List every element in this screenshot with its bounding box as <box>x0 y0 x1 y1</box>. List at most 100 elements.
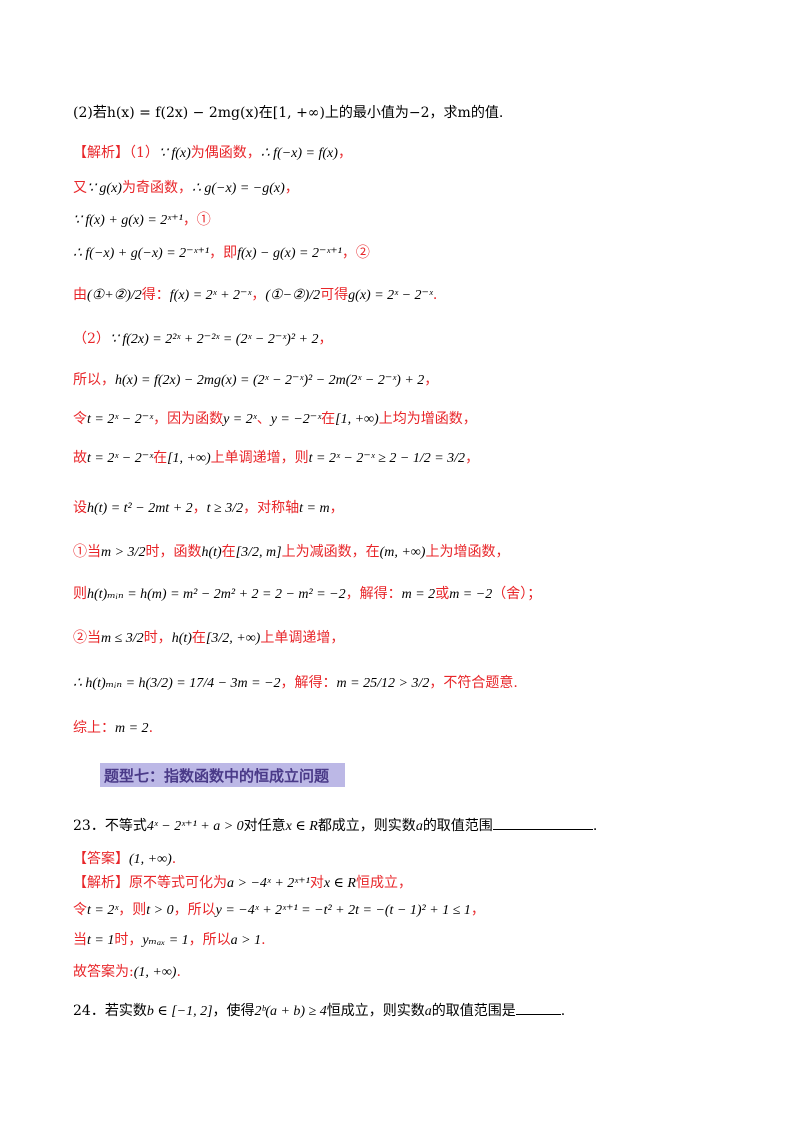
text-line-sol4: ∴ f(−x) + g(−x) = 2⁻ˣ⁺¹，即f(x) − g(x) = 2… <box>73 243 763 264</box>
text-segment: . <box>432 287 438 303</box>
text-segment: 时， <box>114 932 143 948</box>
text-segment: ， <box>251 287 266 303</box>
math-expression: y = −2⁻ˣ <box>270 412 322 427</box>
text-segment: . <box>560 1003 566 1019</box>
text-segment: ，解得： <box>345 586 402 602</box>
text-line-sol1: 【解析】（1）∵ f(x)为偶函数，∴ f(−x) = f(x)， <box>73 143 763 164</box>
math-expression: (1, +∞) <box>133 965 177 980</box>
text-segment: 时， <box>143 630 172 646</box>
math-expression: x ∈ R <box>323 876 356 891</box>
text-segment: . <box>176 964 181 980</box>
text-line-sol23c: 当t = 1时，yₘₐₓ = 1，所以a > 1. <box>73 930 763 951</box>
answer-blank <box>492 815 593 830</box>
text-segment: 23．不等式 <box>73 818 147 834</box>
text-segment: 上单调递增，则 <box>210 450 309 466</box>
text-segment: 由 <box>73 287 87 303</box>
answer-blank <box>515 1000 561 1015</box>
text-segment: ，使得 <box>212 1003 255 1019</box>
math-expression: [3/2, +∞) <box>205 631 261 646</box>
text-segment: 在 <box>221 544 236 560</box>
text-segment: 在 <box>321 411 336 427</box>
math-expression: f(x) − g(x) = 2⁻ˣ⁺¹ <box>237 246 342 261</box>
text-segment: 得： <box>141 287 170 303</box>
text-segment: 【解析】原不等式可化为 <box>73 875 227 891</box>
math-expression: yₘₐₓ = 1 <box>142 933 189 948</box>
text-segment: （2） <box>73 331 110 347</box>
math-expression: h(t) = t² − 2mt + 2 <box>87 501 193 516</box>
math-expression: g(x) = 2ˣ − 2⁻ˣ <box>348 288 433 303</box>
math-expression: t ≥ 3/2 <box>206 501 244 516</box>
math-expression: m > 3/2 <box>101 545 146 560</box>
text-segment: ，即 <box>209 245 238 261</box>
math-expression: t = m <box>299 501 330 516</box>
text-segment: . <box>261 932 266 948</box>
math-expression: m = 2 <box>401 587 436 602</box>
text-segment: 【解析】（1） <box>73 145 159 161</box>
math-expression: y = 2ˣ <box>223 412 257 427</box>
text-segment: ，② <box>341 245 370 261</box>
text-segment: 上单调递增， <box>260 630 345 646</box>
text-segment: ， <box>465 450 480 466</box>
text-line-sol15: 综上：m = 2. <box>73 718 763 739</box>
text-segment: （舍）； <box>492 586 542 602</box>
text-segment: 令 <box>73 902 87 918</box>
text-segment: 为偶函数， <box>190 145 261 161</box>
math-expression: (1, +∞) <box>129 852 172 867</box>
text-segment: 时，函数 <box>145 544 202 560</box>
text-segment: 可得 <box>320 287 349 303</box>
text-segment: 都成立，则实数 <box>317 818 416 834</box>
text-segment: ，则 <box>118 902 147 918</box>
text-segment: 为奇函数， <box>121 180 192 196</box>
math-expression: h(x) = f(2x) − 2mg(x) = (2ˣ − 2⁻ˣ)² − 2m… <box>115 373 425 388</box>
text-segment: 则 <box>73 586 87 602</box>
text-segment: ，解得： <box>280 675 337 691</box>
text-segment: ， <box>318 331 333 347</box>
text-line-sol5: 由(①+②)/2得：f(x) = 2ˣ + 2⁻ˣ，(①−②)/2可得g(x) … <box>73 285 763 306</box>
math-expression: a <box>424 1004 432 1019</box>
text-segment: 上为减函数，在 <box>281 544 380 560</box>
math-expression: [1, +∞) <box>335 412 379 427</box>
math-expression: 2ᵇ(a + b) ≥ 4 <box>254 1004 327 1019</box>
math-expression: m = −2 <box>449 587 493 602</box>
text-segment: 或 <box>435 586 450 602</box>
math-expression: [3/2, m] <box>235 545 282 560</box>
math-expression: m = 2 <box>115 721 149 736</box>
text-segment: ，因为函数 <box>153 411 224 427</box>
text-segment: ，所以 <box>173 902 216 918</box>
text-segment: . <box>592 818 598 834</box>
text-segment: 故 <box>73 450 87 466</box>
text-segment: 又 <box>73 180 87 196</box>
text-segment: ， <box>424 372 439 388</box>
math-expression: ∵ g(x) <box>87 181 122 196</box>
math-expression: a <box>415 819 423 834</box>
text-line-sol6: （2）∵ f(2x) = 2²ˣ + 2⁻²ˣ = (2ˣ − 2⁻ˣ)² + … <box>73 329 763 350</box>
text-line-sol3: ∵ f(x) + g(x) = 2ˣ⁺¹，① <box>73 210 763 231</box>
text-line-sol10: 设h(t) = t² − 2mt + 2，t ≥ 3/2，对称轴t = m， <box>73 498 763 519</box>
text-segment: . <box>148 720 154 736</box>
math-expression: m ≤ 3/2 <box>101 631 144 646</box>
text-segment: ， <box>337 145 352 161</box>
math-expression: ∵ f(2x) = 2²ˣ + 2⁻²ˣ = (2ˣ − 2⁻ˣ)² + 2 <box>109 332 319 347</box>
math-expression: b ∈ [−1, 2] <box>146 1004 213 1019</box>
text-segment: 上为增函数， <box>425 544 510 560</box>
math-expression: ∴ g(−x) = −g(x) <box>191 181 285 196</box>
math-expression: x ∈ R <box>285 819 318 834</box>
math-expression: m = 25/12 > 3/2 <box>336 676 430 691</box>
text-line-q23: 23．不等式4ˣ − 2ˣ⁺¹ + a > 0对任意x ∈ R都成立，则实数a的… <box>73 815 763 837</box>
math-expression: ∵ f(x) <box>158 146 191 161</box>
math-expression: t = 1 <box>87 933 115 948</box>
math-expression: h(t)ₘᵢₙ = h(m) = m² − 2m² + 2 = 2 − m² =… <box>87 587 346 602</box>
text-line-sol7: 所以，h(x) = f(2x) − 2mg(x) = (2ˣ − 2⁻ˣ)² −… <box>73 370 763 391</box>
text-segment: 设 <box>73 500 87 516</box>
text-segment: 在 <box>153 450 168 466</box>
text-segment: . <box>171 851 177 867</box>
text-line-q24: 24．若实数b ∈ [−1, 2]，使得2ᵇ(a + b) ≥ 4恒成立，则实数… <box>73 1000 763 1022</box>
section-heading-band <box>100 763 345 787</box>
section-heading: 题型七：指数函数中的恒成立问题 <box>104 767 330 785</box>
text-segment: 令 <box>73 411 87 427</box>
math-expression: [1, +∞) <box>167 451 211 466</box>
math-expression: h(t) <box>201 545 222 560</box>
text-segment: ，不符合题意. <box>429 675 518 691</box>
text-line-sol11: ①当m > 3/2时，函数h(t)在[3/2, m]上为减函数，在(m, +∞)… <box>73 542 763 563</box>
